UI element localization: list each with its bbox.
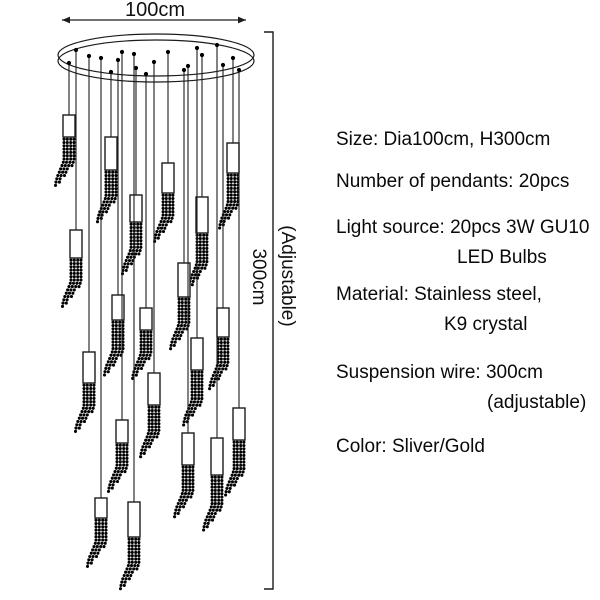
spec-light-source: Light source: 20pcs 3W GU10 bbox=[336, 217, 590, 238]
wire-attachment-dot bbox=[214, 42, 220, 48]
wire-attachment-dot bbox=[119, 49, 125, 55]
wire-attachment-dot bbox=[98, 55, 104, 61]
pendant-tube bbox=[82, 351, 96, 384]
crystal-beads bbox=[208, 337, 230, 391]
pendant-tube bbox=[190, 337, 204, 371]
pendant-tube bbox=[115, 419, 129, 444]
crystal-beads bbox=[187, 233, 209, 290]
pendant-tube bbox=[111, 294, 125, 321]
pendant bbox=[73, 53, 96, 433]
wire-attachment-dot bbox=[151, 59, 157, 65]
pendant bbox=[53, 60, 76, 187]
pendant-tube bbox=[177, 262, 191, 298]
wire-attachment-dot bbox=[236, 67, 242, 73]
pendant-tube bbox=[139, 307, 153, 331]
spec-light-source-cont: LED Bulbs bbox=[457, 247, 547, 268]
pendant-tube bbox=[181, 432, 195, 466]
pendant bbox=[120, 65, 143, 276]
wire-attachment-dot bbox=[143, 71, 149, 77]
wire-attachment-dot bbox=[73, 47, 79, 53]
crystal-beads bbox=[218, 173, 240, 230]
pendant-tube bbox=[62, 114, 76, 138]
pendant bbox=[139, 59, 161, 459]
crystal-beads bbox=[60, 258, 83, 308]
spec-size: Size: Dia100cm, H300cm bbox=[336, 129, 551, 150]
crystal-beads bbox=[153, 193, 175, 243]
wire-attachment-dot bbox=[199, 52, 205, 58]
pendant-tube bbox=[127, 501, 141, 538]
crystal-beads bbox=[202, 475, 224, 532]
pendant bbox=[202, 42, 224, 532]
pendant bbox=[60, 47, 83, 308]
pendant bbox=[102, 57, 125, 377]
crystal-beads bbox=[120, 222, 143, 276]
crystal-beads bbox=[139, 405, 161, 459]
pendant bbox=[118, 51, 141, 591]
crystal-beads bbox=[169, 297, 191, 351]
crystal-beads bbox=[73, 383, 96, 433]
pendant bbox=[187, 52, 209, 290]
spec-material: Material: Stainless steel, bbox=[336, 284, 542, 305]
wire-attachment-dot bbox=[230, 55, 236, 61]
pendant-tube bbox=[232, 407, 246, 441]
wire-attachment-dot bbox=[185, 63, 191, 69]
crystal-beads bbox=[182, 370, 204, 427]
dim-width-line bbox=[62, 16, 246, 24]
pendant bbox=[173, 63, 195, 519]
pendant bbox=[106, 49, 129, 493]
crystal-beads bbox=[224, 440, 246, 497]
wire-attachment-dot bbox=[86, 53, 92, 59]
spec-color: Color: Sliver/Gold bbox=[336, 436, 485, 457]
crystal-beads bbox=[95, 170, 118, 224]
pendant-tube bbox=[210, 437, 224, 476]
wire-attachment-dot bbox=[181, 67, 187, 73]
spec-suspension-wire-cont: (adjustable) bbox=[487, 392, 587, 413]
pendant-tube bbox=[216, 307, 230, 338]
pendant bbox=[131, 71, 153, 380]
canopy-plate bbox=[57, 33, 255, 83]
pendant-tube bbox=[94, 497, 108, 519]
crystal-beads bbox=[106, 443, 129, 493]
pendant bbox=[218, 55, 240, 230]
pendant bbox=[224, 67, 246, 497]
crystal-beads bbox=[53, 137, 76, 187]
crystal-beads bbox=[131, 330, 153, 380]
pendant-tube bbox=[69, 229, 83, 259]
wire-attachment-dot bbox=[66, 60, 72, 66]
pendant bbox=[85, 55, 108, 568]
dim-height-label: 300cm bbox=[248, 248, 269, 306]
dim-width-label: 100cm bbox=[124, 0, 186, 21]
spec-suspension-wire: Suspension wire: 300cm bbox=[336, 362, 543, 383]
crystal-beads bbox=[118, 537, 141, 591]
wire-attachment-dot bbox=[108, 69, 114, 75]
wire-attachment-dot bbox=[194, 45, 200, 51]
crystal-beads bbox=[173, 465, 195, 519]
pendant-tube bbox=[226, 142, 240, 174]
wire-attachment-dot bbox=[220, 62, 226, 68]
pendant-tube bbox=[195, 196, 209, 234]
wire-attachment-dot bbox=[115, 57, 121, 63]
wire-attachment-dot bbox=[131, 51, 137, 57]
wire-attachment-dot bbox=[133, 65, 139, 71]
spec-pendant-count: Number of pendants: 20pcs bbox=[336, 171, 570, 192]
wire-attachment-dot bbox=[165, 49, 171, 55]
pendant bbox=[153, 49, 175, 243]
spec-material-cont: K9 crystal bbox=[444, 314, 528, 335]
pendant-tube bbox=[161, 162, 175, 194]
pendant-tube bbox=[104, 136, 118, 171]
dim-height-line bbox=[264, 31, 274, 590]
pendant-tube bbox=[147, 372, 161, 406]
pendant bbox=[169, 67, 191, 351]
pendant bbox=[208, 62, 230, 391]
dim-height-sublabel: (Adjustable) bbox=[277, 225, 298, 327]
pendant bbox=[95, 69, 118, 224]
pendant-tube bbox=[129, 194, 143, 223]
crystal-beads bbox=[85, 518, 108, 568]
crystal-beads bbox=[102, 320, 125, 377]
